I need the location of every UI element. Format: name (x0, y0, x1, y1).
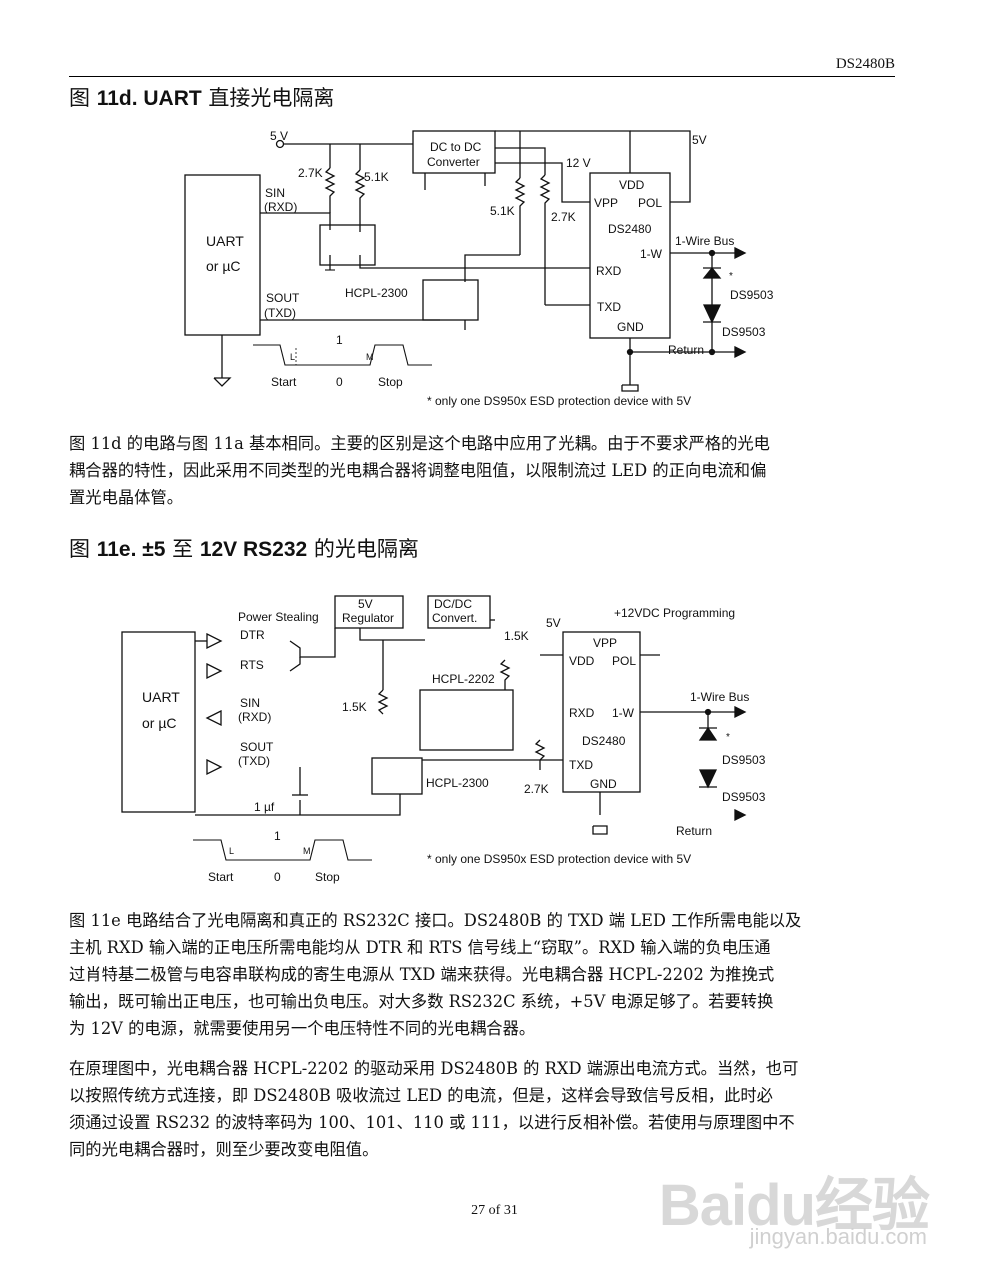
figure-11e-title: 图 11e. ±5 至 12V RS232 的光电隔离 (69, 537, 419, 561)
dcdc-block-11e (427, 595, 491, 629)
header-rule (69, 76, 895, 77)
watermark-logo: Baidu经验 (658, 1173, 930, 1238)
paragraph-3: 在原理图中，光电耦合器 HCPL-2202 的驱动采用 DS2480B 的 RX… (69, 1059, 799, 1159)
hcpl2300-11e (371, 757, 423, 795)
dcdc-block-11d (412, 130, 496, 174)
document-id: DS2480B (835, 56, 895, 72)
uart-block-11e (121, 631, 196, 813)
figure-11d-title: 图 11d. UART 直接光电隔离 (69, 86, 335, 110)
vcc-terminal-11d (275, 139, 285, 149)
paragraph-1: 图 11d 的电路与图 11a 基本相同。主要的区别是这个电路中应用了光耦。由于… (69, 434, 770, 507)
ds2480-block-11e (562, 631, 641, 793)
paragraph-2: 图 11e 电路结合了光电隔离和真正的 RS232C 接口。DS2480B 的 … (69, 911, 802, 1038)
hcpl2202-11e (419, 689, 514, 751)
optocoupler-b-11d (422, 279, 479, 321)
page-number: 27 of 31 (471, 1203, 518, 1218)
watermark-url: jingyan.baidu.com (749, 1224, 927, 1249)
regulator-block-11e (334, 595, 404, 629)
optocoupler-a-11d (319, 224, 376, 266)
